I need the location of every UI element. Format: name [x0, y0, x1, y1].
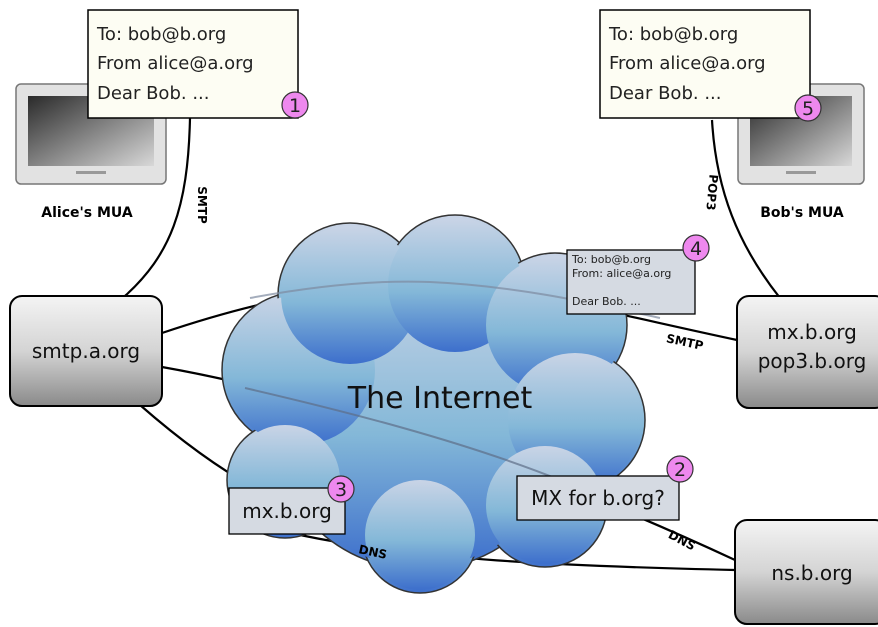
svg-text:To: bob@b.org: To: bob@b.org [571, 253, 651, 266]
transit-message-note: To: bob@b.org From: alice@a.org Dear Bob… [566, 249, 696, 315]
svg-text:From alice@a.org: From alice@a.org [97, 53, 254, 74]
alice-mua-to-smtp-line [124, 117, 192, 297]
step-3-badge: 3 [327, 475, 355, 503]
alice-smtp-label: SMTP [195, 186, 209, 224]
svg-text:To: bob@b.org: To: bob@b.org [96, 24, 226, 45]
svg-text:From alice@a.org: From alice@a.org [609, 53, 766, 74]
svg-text:mx.b.org: mx.b.org [767, 320, 857, 344]
svg-text:From: alice@a.org: From: alice@a.org [572, 267, 671, 280]
svg-text:5: 5 [802, 98, 814, 120]
svg-text:2: 2 [674, 459, 686, 481]
svg-text:To: bob@b.org: To: bob@b.org [608, 24, 738, 45]
bob-message-note: To: bob@b.org From alice@a.org Dear Bob.… [599, 9, 811, 119]
svg-text:Dear Bob. ...: Dear Bob. ... [97, 83, 209, 104]
dns-right-label: DNS [666, 528, 698, 554]
svg-text:Dear Bob. ...: Dear Bob. ... [609, 83, 721, 104]
mx-pop3-b-server: mx.b.org pop3.b.org [736, 295, 878, 409]
step-1-badge: 1 [281, 91, 309, 119]
svg-text:MX for b.org?: MX for b.org? [531, 486, 665, 510]
step-5-badge: 5 [794, 94, 822, 122]
svg-text:ns.b.org: ns.b.org [771, 561, 852, 585]
svg-text:3: 3 [335, 479, 347, 501]
bob-mua-to-pop3-line [710, 119, 781, 299]
alice-mua-label: Alice's MUA [41, 205, 133, 221]
bob-mua-label: Bob's MUA [760, 205, 844, 221]
svg-text:1: 1 [289, 95, 301, 117]
relay-smtp-label: SMTP [665, 331, 705, 353]
dns-bottom-label: DNS [357, 542, 388, 562]
internet-cloud: The Internet [221, 214, 661, 594]
svg-text:4: 4 [690, 238, 702, 260]
step-4-badge: 4 [682, 234, 710, 262]
ns-b-server: ns.b.org [734, 519, 878, 625]
dns-answer-callout: mx.b.org [228, 487, 346, 535]
svg-text:mx.b.org: mx.b.org [242, 499, 332, 523]
dns-query-callout: MX for b.org? [516, 475, 680, 521]
alice-message-note: To: bob@b.org From alice@a.org Dear Bob.… [87, 9, 299, 119]
svg-text:smtp.a.org: smtp.a.org [32, 339, 140, 363]
internet-label: The Internet [347, 381, 533, 416]
step-2-badge: 2 [666, 455, 694, 483]
svg-text:Dear Bob. ...: Dear Bob. ... [572, 295, 641, 308]
svg-text:pop3.b.org: pop3.b.org [758, 349, 867, 373]
bob-pop3-label: POP3 [703, 174, 720, 211]
smtp-a-server: smtp.a.org [9, 295, 163, 407]
